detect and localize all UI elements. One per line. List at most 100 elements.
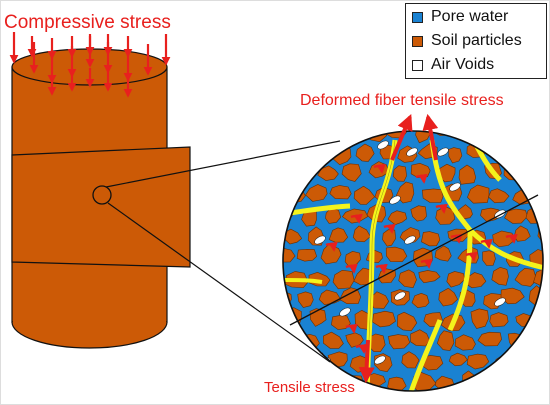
soil-particle — [458, 164, 477, 185]
air-void — [394, 291, 406, 301]
soil-particle — [283, 131, 293, 139]
fiber-plane — [11, 146, 191, 268]
soil-particle — [401, 351, 420, 369]
soil-particle — [339, 287, 362, 305]
soil-particle — [298, 131, 318, 137]
cylinder-bottom — [11, 321, 168, 349]
soil-particle — [434, 245, 452, 262]
movement-arrow — [415, 173, 428, 184]
movement-arrow — [345, 323, 358, 334]
movement-arrow — [375, 263, 388, 274]
tensile-arrow-down — [358, 339, 375, 384]
fiber-5 — [447, 231, 473, 332]
compressive-stress-label: Compressive stress — [4, 12, 171, 33]
air-void — [314, 235, 326, 245]
soil-particle — [329, 185, 352, 200]
movement-arrow — [345, 263, 358, 274]
fiber-4 — [283, 203, 351, 218]
magnifier-circle — [92, 185, 112, 205]
movement-arrow — [420, 258, 433, 269]
soil-particles — [283, 131, 543, 391]
soil-particle — [477, 331, 502, 347]
soil-particle — [372, 310, 396, 328]
soil-particle — [488, 188, 510, 204]
pore-water-swatch — [412, 11, 423, 23]
legend-item-soil-particles: Soil particles — [412, 31, 522, 51]
soil-particle — [514, 267, 538, 287]
soil-particle — [297, 291, 314, 308]
soil-particle — [500, 131, 525, 138]
soil-particles-swatch — [412, 35, 423, 47]
movement-arrow — [383, 223, 396, 234]
movement-arrow — [325, 241, 338, 252]
soil-particle — [305, 184, 328, 202]
soil-particle — [385, 246, 408, 263]
fiber-tensile-stress-label: Deformed fiber tensile stress — [300, 92, 504, 109]
soil-particle — [511, 355, 531, 374]
soil-particle — [418, 270, 441, 284]
movement-arrow — [355, 343, 368, 354]
cylinder-bottom-fill — [13, 300, 166, 322]
soil-particle — [421, 188, 444, 203]
plane-line — [289, 194, 539, 326]
soil-particle — [328, 227, 349, 243]
legend-label: Soil particles — [431, 32, 522, 49]
particle-movement-arrows — [325, 163, 518, 354]
soil-particle — [283, 333, 295, 353]
soil-particle — [353, 185, 376, 205]
movement-arrow — [450, 233, 463, 244]
fiber-tensile-arrow-left — [390, 114, 413, 161]
soil-particle — [325, 207, 342, 224]
movement-arrow — [373, 163, 386, 174]
soil-particle — [529, 131, 543, 138]
legend-item-pore-water: Pore water — [412, 7, 508, 27]
air-void — [389, 195, 401, 205]
soil-particle — [398, 269, 417, 289]
soil-particle — [489, 143, 514, 160]
soil-particle — [412, 247, 433, 268]
soil-particle — [355, 143, 375, 162]
soil-particle — [466, 353, 490, 370]
soil-particle — [540, 314, 543, 330]
soil-particle — [504, 208, 528, 224]
compressive-arrows — [9, 32, 171, 98]
soil-particle — [317, 165, 339, 181]
legend-label: Air Voids — [431, 56, 495, 73]
soil-particle — [438, 287, 458, 307]
movement-arrow — [480, 238, 493, 249]
soil-particle — [352, 225, 371, 243]
soil-particle — [296, 248, 318, 262]
fiber-tensile-arrow-right — [422, 113, 439, 161]
soil-particle — [448, 147, 463, 164]
soil-particle — [489, 312, 509, 328]
fiber-6 — [407, 319, 443, 391]
soil-particle — [527, 373, 543, 391]
callout-line-bottom — [107, 202, 331, 363]
soil-particle — [513, 225, 531, 242]
air-void — [374, 355, 386, 365]
magnified-outline — [282, 130, 544, 392]
soil-particle — [392, 165, 407, 182]
soil-particle — [491, 266, 509, 286]
tensile-stress-label: Tensile stress — [264, 379, 355, 396]
soil-particle — [533, 268, 543, 287]
soil-particle — [436, 330, 455, 351]
soil-particle — [500, 287, 525, 305]
air-void — [404, 235, 416, 245]
magnified-section — [282, 130, 544, 392]
air-void — [449, 182, 461, 192]
soil-particle — [526, 161, 543, 181]
soil-particle — [535, 184, 543, 199]
soil-particle — [535, 144, 543, 164]
soil-particle — [482, 250, 496, 266]
soil-particle — [470, 308, 489, 329]
soil-particle — [480, 207, 503, 223]
air-void — [377, 140, 389, 150]
soil-particle — [467, 184, 490, 204]
soil-particle — [535, 356, 543, 373]
air-void — [339, 307, 351, 317]
soil-particle — [322, 131, 339, 141]
legend-item-air-voids: Air Voids — [412, 55, 494, 75]
soil-particle — [517, 144, 535, 162]
soil-particle — [448, 352, 468, 367]
